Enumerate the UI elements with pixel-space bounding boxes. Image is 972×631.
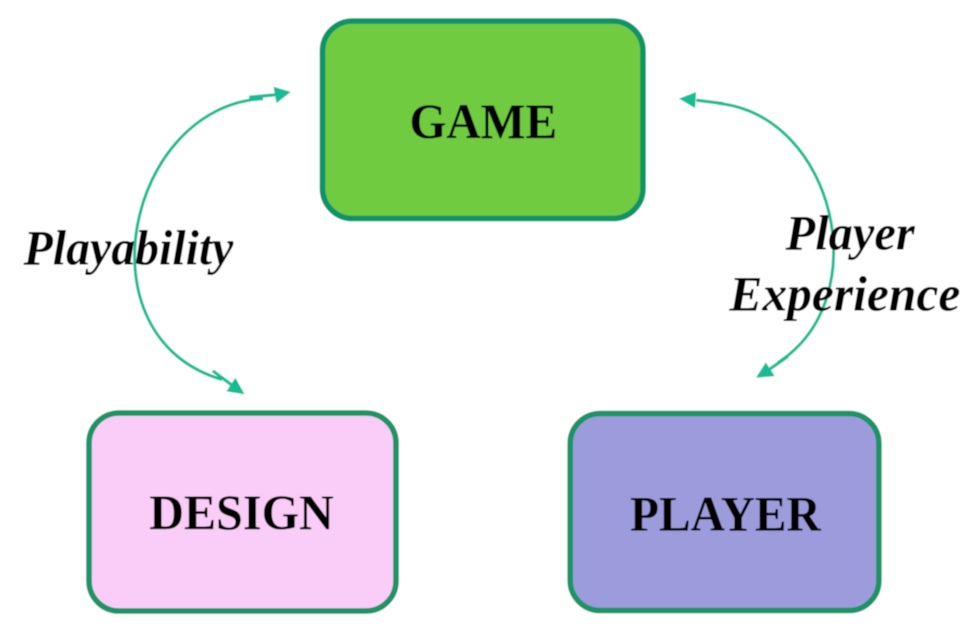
svg-text:Player: Player bbox=[785, 204, 916, 260]
svg-text:PLAYER: PLAYER bbox=[630, 486, 822, 542]
svg-text:DESIGN: DESIGN bbox=[149, 484, 334, 540]
svg-text:Experience: Experience bbox=[728, 265, 960, 321]
svg-text:Playability: Playability bbox=[23, 219, 235, 275]
svg-text:GAME: GAME bbox=[410, 93, 558, 149]
